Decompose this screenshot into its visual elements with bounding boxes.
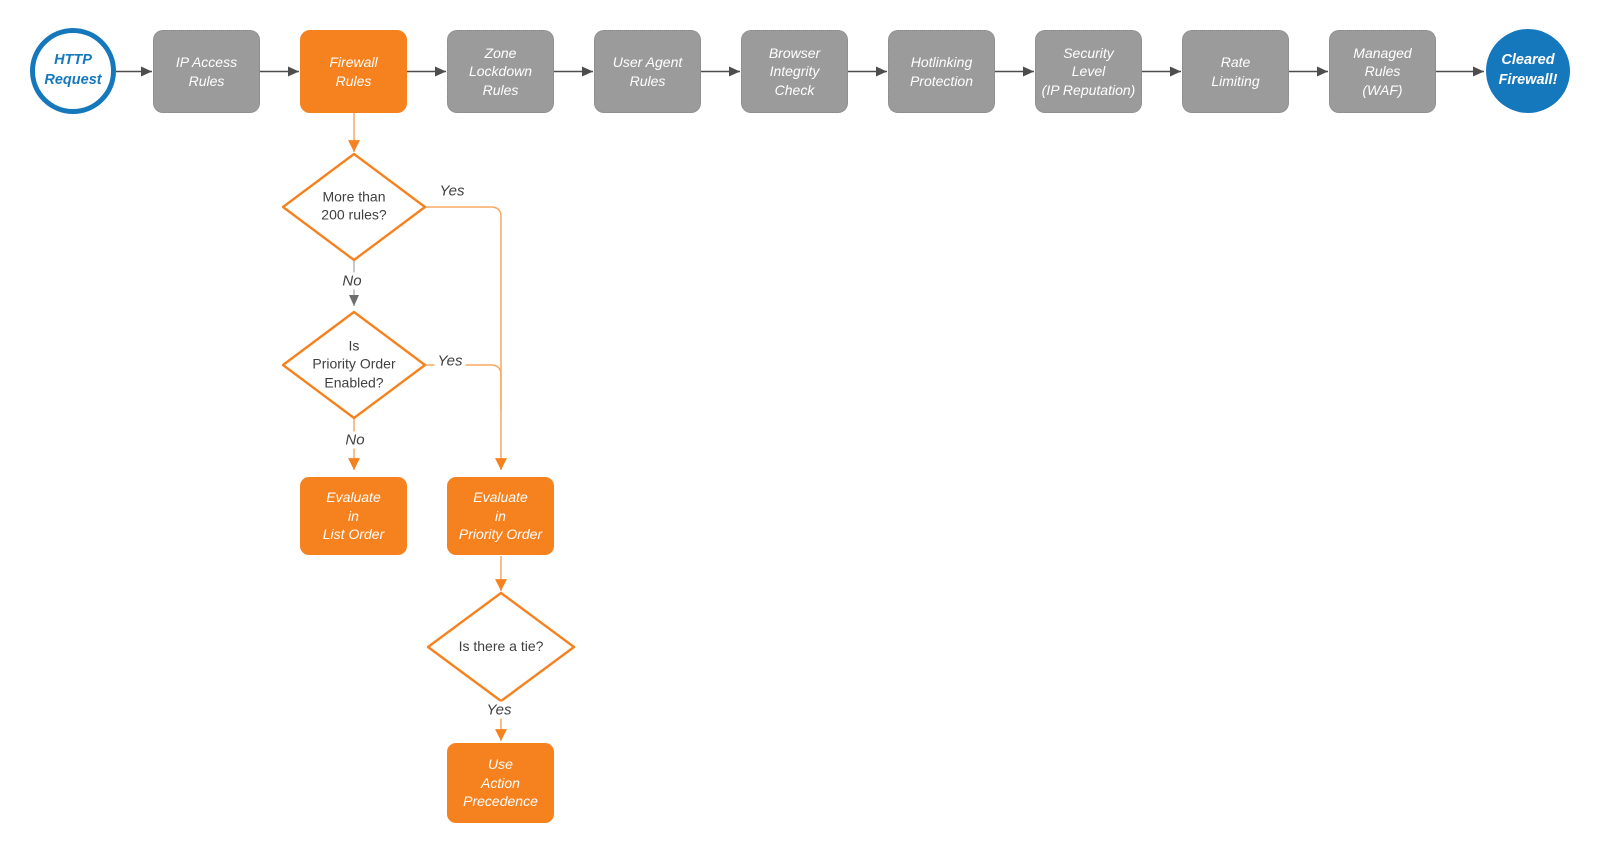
decision-diamond-priority-order-enabled <box>281 310 427 420</box>
step-label: Zone Lockdown Rules <box>468 45 533 98</box>
step-rate-limiting: Rate Limiting <box>1182 30 1289 113</box>
step-label: Managed Rules (WAF) <box>1353 45 1412 98</box>
edge-label-yes-1: Yes <box>436 182 468 200</box>
step-firewall-rules: Firewall Rules <box>300 30 407 113</box>
end-node-cleared-firewall: Cleared Firewall! <box>1486 29 1570 113</box>
step-label: Browser Integrity Check <box>768 45 821 98</box>
decision-priority-order-enabled: Is Priority Order Enabled? <box>312 337 396 391</box>
start-node-http-request: HTTP Request <box>30 28 116 114</box>
step-browser-integrity-check: Browser Integrity Check <box>741 30 848 113</box>
action-label: Use Action Precedence <box>463 756 538 810</box>
step-user-agent-rules: User Agent Rules <box>594 30 701 113</box>
action-evaluate-list-order: Evaluate in List Order <box>300 477 407 555</box>
action-label: Evaluate in List Order <box>322 489 385 543</box>
step-label: Security Level (IP Reputation) <box>1041 45 1136 98</box>
action-use-action-precedence: Use Action Precedence <box>447 743 554 823</box>
arrow-decision1-yes-to-priority-order <box>425 206 507 470</box>
action-evaluate-priority-order: Evaluate in Priority Order <box>447 477 554 555</box>
step-managed-rules-waf: Managed Rules (WAF) <box>1329 30 1436 113</box>
step-label: User Agent Rules <box>612 54 683 89</box>
edge-label-no-2: No <box>342 431 368 449</box>
start-node-label: HTTP Request <box>44 52 102 88</box>
edge-label-no-1: No <box>339 272 365 290</box>
step-label: Hotlinking Protection <box>909 54 974 89</box>
edge-label-yes-2: Yes <box>434 352 466 370</box>
step-security-level: Security Level (IP Reputation) <box>1035 30 1142 113</box>
decision-more-than-200-rules: More than 200 rules? <box>321 188 387 223</box>
decision-diamond-is-there-a-tie <box>426 591 576 703</box>
end-node-label: Cleared Firewall! <box>1498 52 1558 88</box>
action-label: Evaluate in Priority Order <box>458 489 543 543</box>
step-ip-access-rules: IP Access Rules <box>153 30 260 113</box>
decision-diamond-more-than-200-rules <box>281 152 427 262</box>
step-label: Rate Limiting <box>1211 54 1260 89</box>
edge-label-yes-3: Yes <box>483 701 515 719</box>
step-label: Firewall Rules <box>329 54 378 89</box>
arrow-decision2-yes-join <box>425 364 502 410</box>
step-zone-lockdown-rules: Zone Lockdown Rules <box>447 30 554 113</box>
step-label: IP Access Rules <box>175 54 238 89</box>
step-hotlinking-protection: Hotlinking Protection <box>888 30 995 113</box>
decision-is-there-a-tie: Is there a tie? <box>458 637 544 654</box>
